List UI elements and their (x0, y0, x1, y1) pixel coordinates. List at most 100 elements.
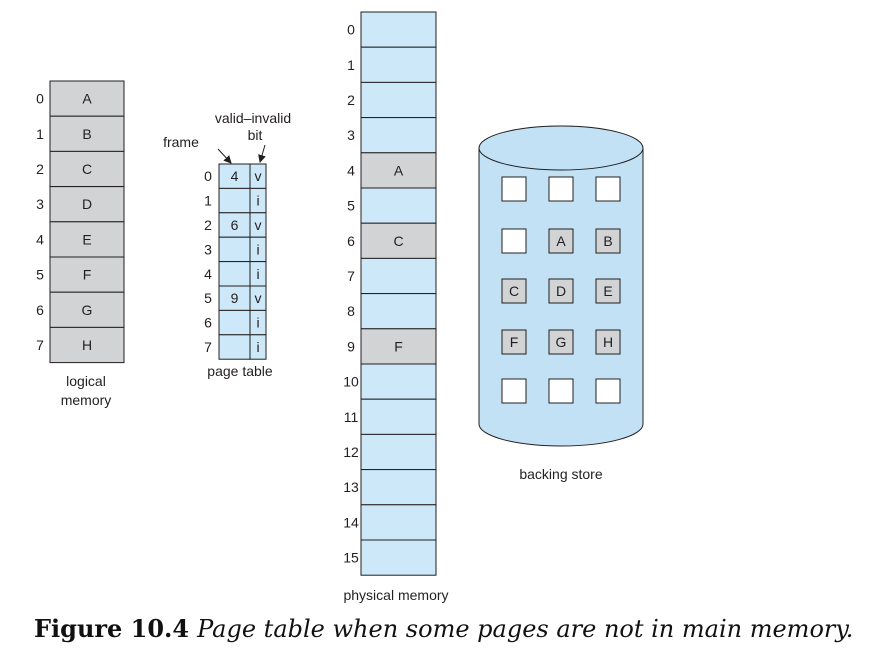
page-table-valid-bit: i (256, 193, 259, 209)
physical-memory-frame (360, 152, 437, 189)
backing-store-page (595, 278, 621, 304)
backing-store-page (501, 329, 527, 355)
physical-memory-frame (360, 433, 437, 471)
backing-store-page (595, 228, 621, 254)
physical-memory-index: 9 (347, 338, 355, 354)
backing-store-page-label: A (556, 233, 566, 249)
valid-invalid-header-line1: valid–invalid (215, 110, 291, 126)
backing-store-page-label: C (509, 283, 519, 299)
logical-memory-cell (49, 256, 125, 293)
valid-invalid-header-line2: bit (248, 127, 263, 143)
physical-memory-frame (360, 117, 437, 154)
logical-memory-index: 2 (36, 161, 44, 177)
backing-store-page-label: H (603, 334, 613, 350)
page-table-index: 4 (204, 266, 212, 282)
backing-store-page (595, 329, 621, 355)
logical-memory-index: 0 (36, 91, 44, 107)
page-table-index: 2 (204, 217, 212, 233)
logical-memory-index: 6 (36, 302, 44, 318)
logical-memory-index: 5 (36, 267, 44, 283)
page-table-frame-cell (218, 261, 251, 287)
physical-memory-index: 15 (343, 550, 359, 566)
backing-store-page (501, 176, 527, 202)
page-table-valid-bit: v (255, 217, 262, 233)
logical-memory-page-label: F (83, 267, 92, 283)
page-table-frame-number: 4 (231, 168, 239, 184)
page-table-valid-bit: i (256, 315, 259, 331)
page-table-frame-cell (218, 285, 251, 311)
logical-memory-page-label: G (82, 302, 93, 318)
frame-arrow (217, 148, 232, 164)
physical-memory-index: 12 (343, 444, 359, 460)
physical-memory-frame (360, 469, 437, 506)
physical-memory-index: 2 (347, 92, 355, 108)
page-table-index: 1 (204, 193, 212, 209)
page-table-valid-bit: v (255, 168, 262, 184)
physical-memory-frame (360, 293, 437, 330)
logical-memory-cell (49, 186, 125, 223)
physical-memory-index: 1 (347, 57, 355, 73)
backing-store-page (548, 228, 574, 254)
page-table-frame-number: 9 (231, 290, 239, 306)
physical-memory-index: 7 (347, 268, 355, 284)
page-table-valid-bit: i (256, 266, 259, 282)
physical-memory-frame (360, 363, 437, 400)
backing-store-page (501, 228, 527, 254)
physical-memory-frame (360, 81, 437, 119)
cylinder-top (478, 125, 644, 171)
caption-text: Page table when some pages are not in ma… (197, 615, 854, 643)
backing-store-page-label: E (603, 283, 612, 299)
physical-memory-frame (360, 257, 437, 295)
page-table-frame-cell (218, 187, 251, 214)
backing-store-label: backing store (519, 466, 602, 482)
logical-memory-label-line1: logical (66, 373, 106, 389)
logical-memory-page-label: H (82, 337, 92, 353)
logical-memory-cell (49, 115, 125, 152)
page-table-index: 0 (204, 168, 212, 184)
backing-store-page-label: F (510, 334, 519, 350)
physical-memory-index: 13 (343, 479, 359, 495)
logical-memory-page-label: C (82, 161, 92, 177)
physical-memory-frame-content: A (394, 162, 404, 178)
logical-memory-page-label: B (82, 126, 91, 142)
page-table-valid-bit: i (256, 241, 259, 257)
logical-memory-index: 1 (36, 126, 44, 142)
backing-store-page (548, 329, 574, 355)
logical-memory-index: 3 (36, 196, 44, 212)
page-table-bit-cell (249, 334, 267, 360)
logical-memory-page-label: E (82, 231, 91, 247)
page-table-valid-bit: v (255, 290, 262, 306)
frame-header: frame (163, 134, 199, 150)
physical-memory-frame (360, 398, 437, 435)
page-table-frame-cell (218, 334, 251, 360)
backing-store-page (548, 278, 574, 304)
physical-memory-index: 0 (347, 22, 355, 38)
physical-memory-frame (360, 46, 437, 83)
physical-memory-frame (360, 504, 437, 541)
page-table-label: page table (207, 363, 273, 379)
physical-memory-index: 11 (344, 409, 359, 425)
physical-memory-index: 6 (347, 233, 355, 249)
logical-memory-cell (49, 150, 125, 188)
page-table-frame-number: 6 (231, 217, 239, 233)
physical-memory-label: physical memory (343, 587, 448, 603)
logical-memory-page-label: D (82, 196, 92, 212)
physical-memory-frame-content: C (393, 233, 403, 249)
physical-memory-frame (360, 328, 437, 365)
physical-memory-frame (360, 187, 437, 224)
physical-memory-frame (360, 11, 437, 48)
backing-store-page (595, 176, 621, 202)
backing-store-page (501, 278, 527, 304)
logical-memory-cell (49, 80, 125, 117)
page-table-index: 6 (204, 315, 212, 331)
caption-number: Figure 10.4 (34, 614, 190, 643)
page-table-frame-cell (218, 309, 251, 336)
logical-memory-cell (49, 326, 125, 364)
physical-memory-index: 3 (347, 127, 355, 143)
logical-memory-index: 7 (36, 337, 44, 353)
page-table-index: 5 (204, 290, 212, 306)
